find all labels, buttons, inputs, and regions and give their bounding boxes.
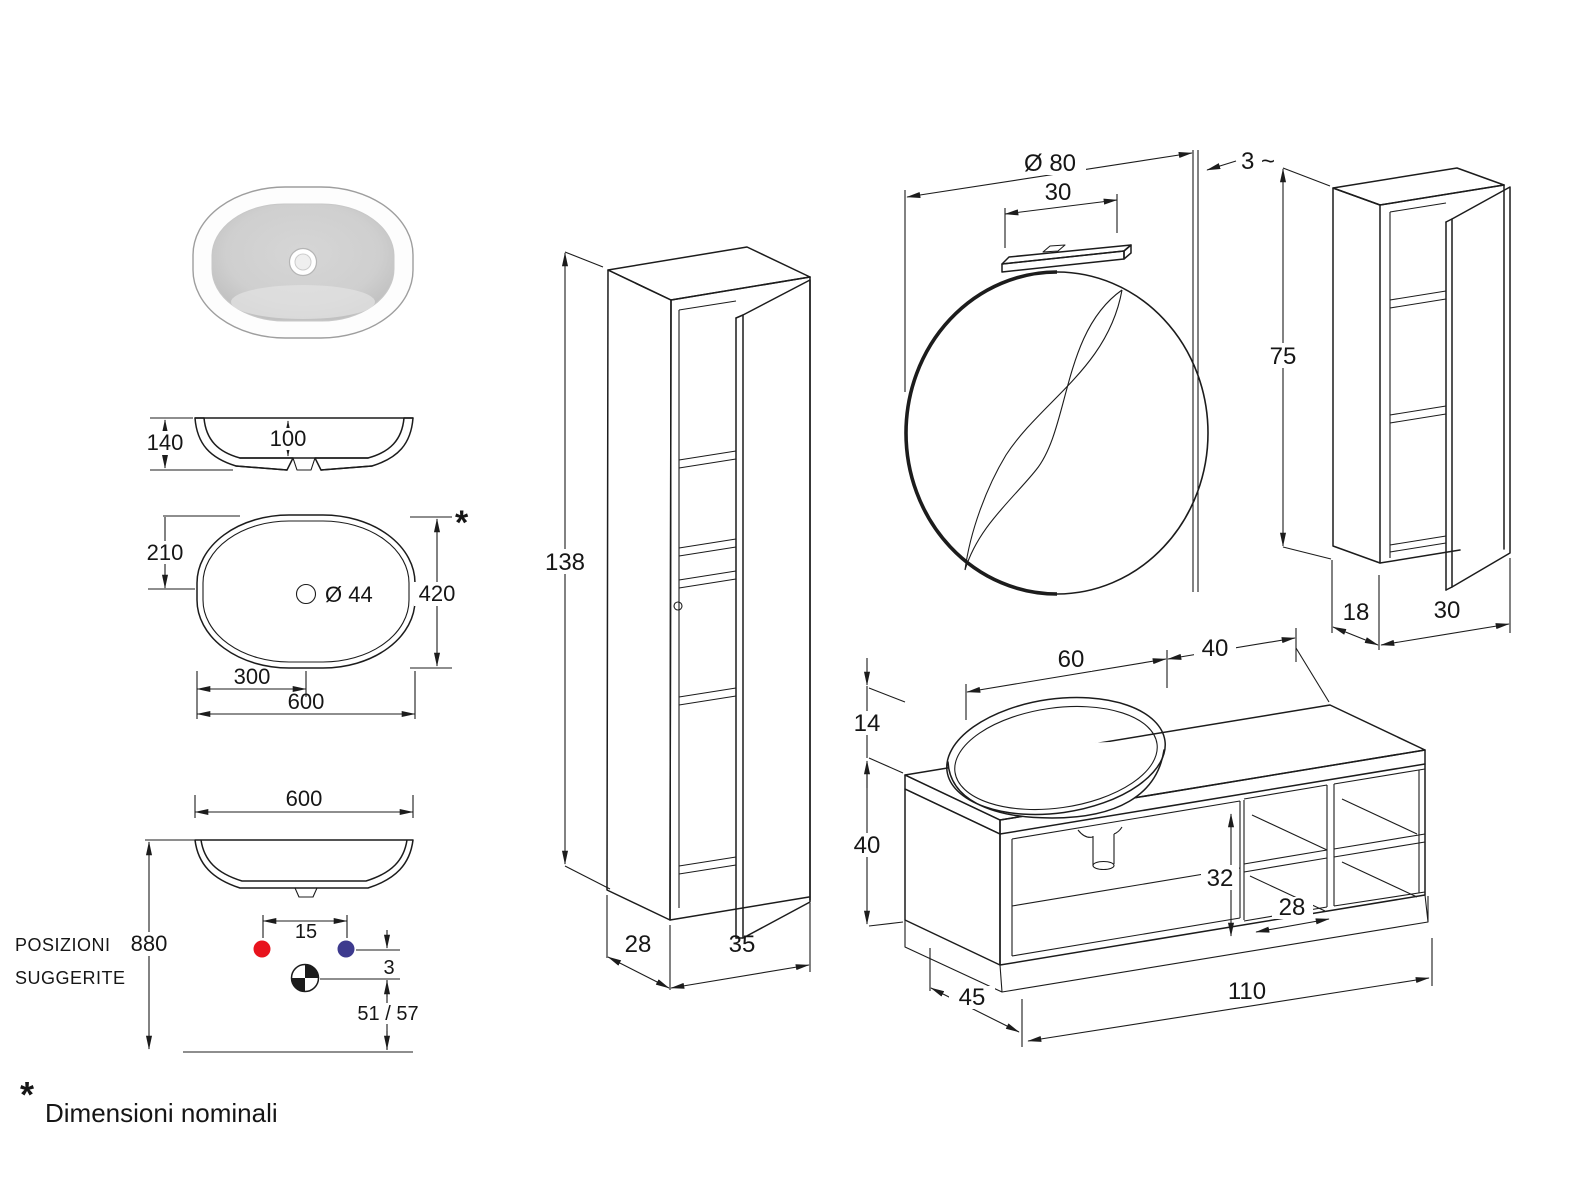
mirror-drawing: Ø 80 30 3 ~ [904,148,1275,596]
tall-cabinet-shelves [678,450,737,875]
dim-front-width: 600 [286,786,323,811]
basin-top-view: Ø 44 * 210 420 300 600 [142,504,469,719]
dim-vanity-basin-span: 60 [1058,646,1085,673]
dim-tall-width: 35 [729,931,756,958]
dim-vanity-right-span: 40 [1202,635,1229,662]
basin-render-top-view [192,186,414,339]
vanity-drawing: 60 40 14 40 32 28 110 45 [846,628,1433,1047]
tall-cabinet-drawing: 138 28 35 [541,246,811,990]
note-positions-line1: POSIZIONI [15,935,111,955]
dim-lamp-width: 30 [1045,179,1072,206]
cold-water-dot-icon [337,940,355,958]
dim-wall-height: 75 [1270,343,1297,370]
dim-basin-drain-diameter: Ø 44 [325,582,373,607]
dim-tall-height: 138 [545,549,585,576]
wall-cabinet-shelves [1389,290,1447,553]
basin-front-view: 600 880 POSIZIONI SUGGERITE 15 3 [15,786,420,1053]
dim-vanity-height: 40 [854,832,881,859]
dim-basin-width: 600 [288,689,325,714]
dim-drain-height: 51 / 57 [357,1003,418,1025]
vanity-basin-bowl [946,696,1166,819]
dim-basin-half-width: 300 [234,664,271,689]
dim-vanity-cubby-width: 28 [1279,894,1306,921]
mirror-reflection-swoosh [964,289,1123,571]
dim-mirror-thickness: 3 ~ [1241,148,1275,175]
mirror-lamp [1001,244,1132,273]
drain-pipe [1077,826,1123,871]
note-positions-line2: SUGGERITE [15,968,126,988]
dim-basin-section-height: 140 [147,430,184,455]
dim-vanity-depth: 45 [959,984,986,1011]
wall-cabinet-drawing: 75 18 30 [1260,167,1511,650]
dim-vanity-basin-height: 14 [854,710,881,737]
dim-mirror-diameter: Ø 80 [1024,150,1076,177]
vanity-cubbies [1243,768,1426,922]
dim-tap-spacing: 15 [295,921,317,943]
dim-vanity-width: 110 [1228,978,1266,1005]
dim-drain-offset: 3 [383,957,394,979]
hot-water-dot-icon [253,940,271,958]
dim-vanity-inner-height: 32 [1207,865,1234,892]
tall-cabinet-open-door [735,279,811,939]
footnote: * Dimensioni nominali [20,1074,278,1128]
dim-basin-section-depth: 100 [270,426,307,451]
dim-basin-depth: 420 [419,581,456,606]
drain-centroid-icon [290,963,320,993]
dim-front-height: 880 [131,931,168,956]
footnote-asterisk: * [20,1074,34,1115]
dim-wall-depth: 18 [1343,599,1370,626]
wall-cabinet-open-door [1445,186,1511,591]
drain-symbol [295,583,317,605]
asterisk-mark: * [455,504,469,542]
dim-basin-half-depth: 210 [147,540,184,565]
door-knob-icon [673,601,683,611]
dim-tall-depth: 28 [625,931,652,958]
basin-section-view: 140 100 [141,417,414,471]
footnote-text: Dimensioni nominali [45,1098,278,1128]
dim-wall-width: 30 [1434,597,1461,624]
